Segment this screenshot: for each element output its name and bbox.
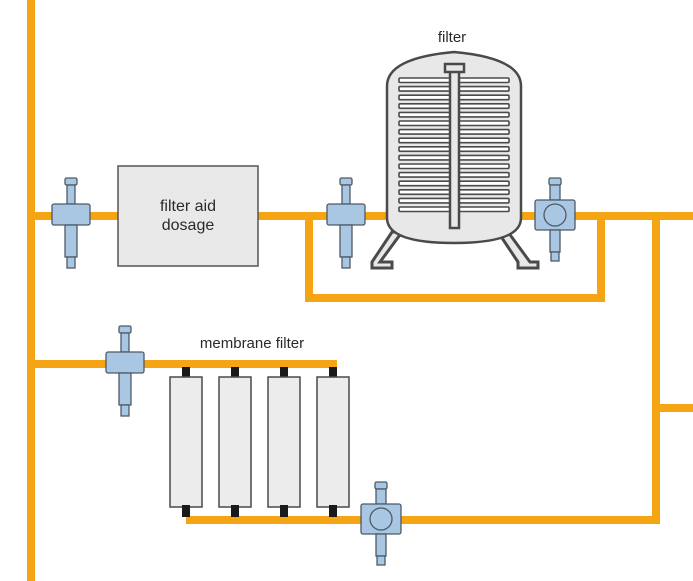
dosage-box: [117, 165, 259, 267]
filter-aid-dosage-unit: filter aid dosage: [117, 165, 259, 267]
control-valve: [360, 481, 402, 566]
shutoff-valve: [326, 177, 366, 269]
filter-vessel: filter: [370, 29, 540, 270]
central-shaft: [448, 66, 461, 230]
membrane-cartridge: [267, 367, 301, 517]
filter-label: filter: [438, 29, 466, 46]
cartridge-bottom-cap: [280, 505, 288, 517]
control-valve: [534, 177, 576, 262]
membrane-filter-unit: membrane filter: [169, 335, 350, 517]
shutoff-valve: [105, 325, 145, 417]
filter-bypass-pipe: [305, 216, 605, 302]
cartridge-body: [169, 376, 203, 508]
cartridge-body: [218, 376, 252, 508]
valves: [51, 177, 576, 566]
pipe-network: [27, 0, 693, 581]
membrane-cartridges: [169, 367, 350, 517]
cartridge-body: [267, 376, 301, 508]
dosage-label-line1: filter aid: [160, 198, 216, 215]
dosage-label-line2: dosage: [162, 217, 215, 234]
membrane-filter-label: membrane filter: [200, 335, 304, 352]
cartridge-top-cap: [280, 367, 288, 379]
shutoff-valve: [51, 177, 91, 269]
cartridge-body: [316, 376, 350, 508]
cartridge-top-cap: [329, 367, 337, 379]
cartridge-bottom-cap: [231, 505, 239, 517]
cartridge-bottom-cap: [182, 505, 190, 517]
vessel-legs: [370, 230, 540, 270]
cartridge-bottom-cap: [329, 505, 337, 517]
cartridge-top-cap: [231, 367, 239, 379]
cartridge-top-cap: [182, 367, 190, 379]
membrane-cartridge: [316, 367, 350, 517]
membrane-cartridge: [169, 367, 203, 517]
shaft-cap: [443, 62, 466, 74]
membrane-cartridge: [218, 367, 252, 517]
